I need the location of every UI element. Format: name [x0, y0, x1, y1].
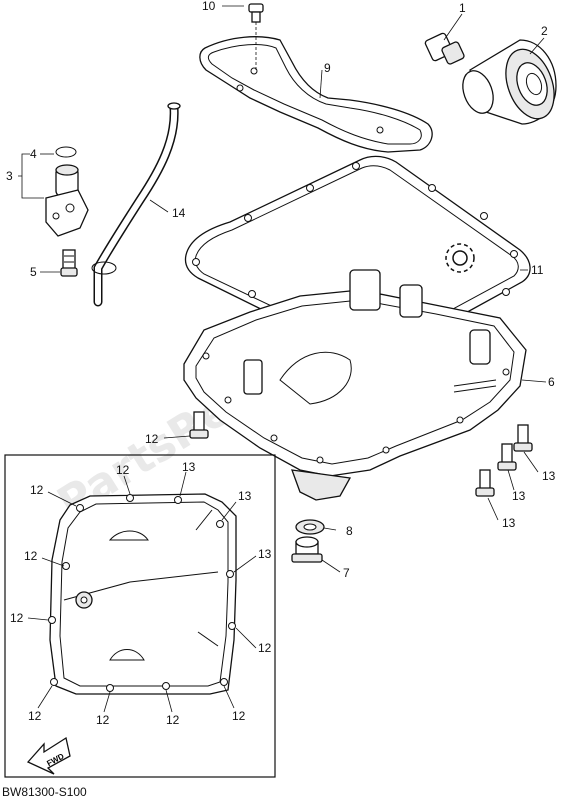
callout-3: 3: [6, 169, 13, 183]
inset-callout-12: 12: [30, 483, 44, 497]
oil-pan-part-6[interactable]: [183, 269, 527, 501]
bolt-part-12-left[interactable]: [189, 411, 209, 439]
callout-13: 13: [512, 489, 526, 503]
inset-callout-13: 13: [182, 460, 196, 474]
bolt-part-13-right-1[interactable]: [513, 424, 533, 452]
bolt-part-13-right-2[interactable]: [497, 443, 517, 471]
inset-callout-12: 12: [166, 713, 180, 727]
cover-gasket-part-9[interactable]: [199, 36, 433, 153]
inset-callout-13: 13: [238, 489, 252, 503]
inset-callout-12: 12: [10, 611, 24, 625]
callout-9: 9: [324, 61, 331, 75]
oil-filter-part-2[interactable]: [457, 39, 563, 125]
oil-level-sensor-part-3[interactable]: [45, 146, 89, 237]
callout-4: 4: [30, 147, 37, 161]
callout-11: 11: [531, 263, 544, 277]
callout-6: 6: [548, 375, 555, 389]
bolt-part-10[interactable]: [248, 3, 264, 70]
callout-12: 12: [145, 432, 159, 446]
oil-filter-bolt-part-1[interactable]: [424, 32, 465, 65]
inset-callout-13: 13: [258, 547, 272, 561]
callout-7: 7: [343, 566, 350, 580]
inset-bottom-view: 12 12 13 13 13 12 12 12 12 12 12 12: [4, 454, 276, 778]
oil-pipe-part-14[interactable]: [91, 102, 181, 307]
fwd-arrow-icon: FWD: [26, 736, 71, 775]
inset-callout-12: 12: [232, 709, 246, 723]
callout-13: 13: [542, 469, 556, 483]
inset-callout-12: 12: [24, 549, 38, 563]
inset-callout-12: 12: [96, 713, 110, 727]
callout-14: 14: [172, 206, 186, 220]
inset-callout-12: 12: [28, 709, 42, 723]
gasket-washer-part-8[interactable]: [295, 519, 325, 535]
bolt-part-5[interactable]: [60, 249, 78, 277]
drain-plug-part-7[interactable]: [291, 536, 323, 563]
callout-1: 1: [459, 1, 466, 15]
callout-5: 5: [30, 265, 37, 279]
inset-callout-12: 12: [116, 463, 130, 477]
callout-10: 10: [202, 0, 216, 13]
callout-8: 8: [346, 524, 353, 538]
diagram-code: BW81300-S100: [2, 785, 87, 799]
callout-13: 13: [502, 516, 516, 530]
bolt-part-13-right-3[interactable]: [475, 469, 495, 497]
inset-callout-12: 12: [258, 641, 272, 655]
gear-icon: [445, 243, 475, 273]
callout-2: 2: [541, 24, 548, 38]
